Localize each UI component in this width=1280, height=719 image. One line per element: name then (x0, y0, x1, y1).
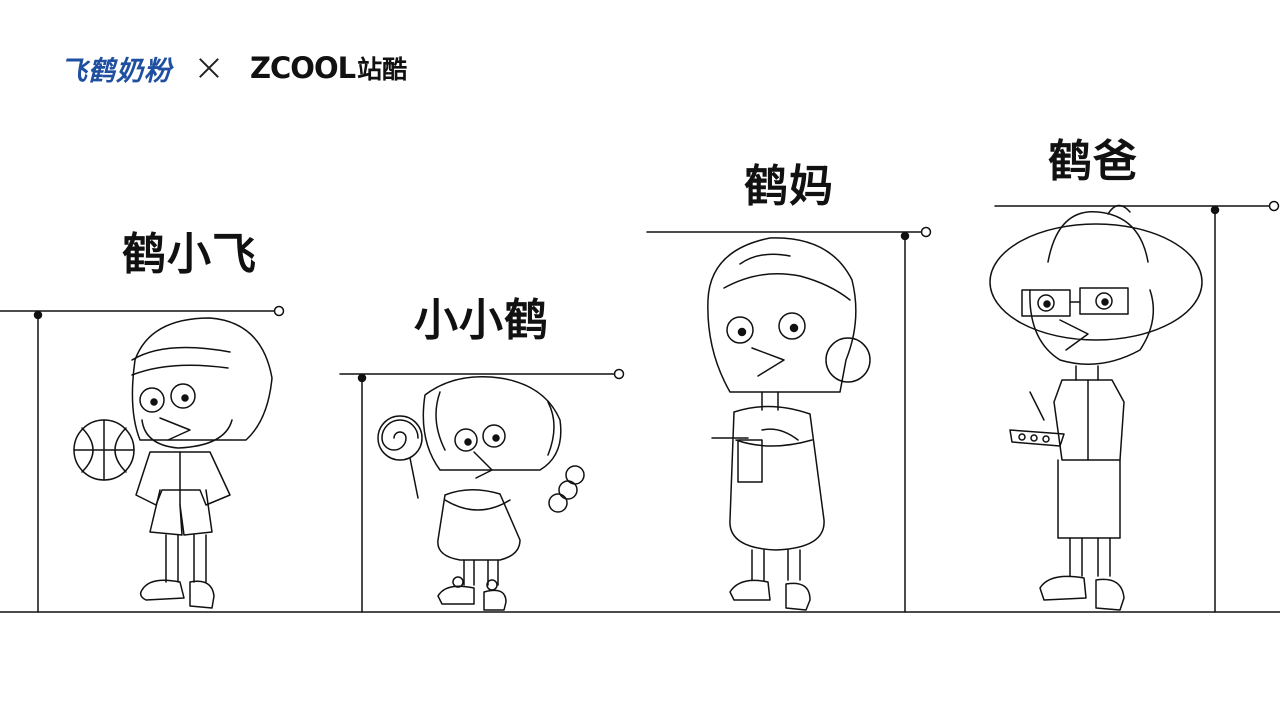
character-name-1: 鹤小飞 (122, 229, 257, 280)
mother-with-cup-figure (707, 237, 871, 611)
height-marker-2 (339, 368, 625, 613)
father-with-palette-figure (989, 204, 1203, 611)
zcool-logo-cn: 站酷 (357, 55, 408, 84)
height-marker-3 (646, 226, 932, 613)
header: 飞鹤奶粉 ZCOOL 站酷 (60, 48, 407, 88)
character-name-2: 小小鹤 (414, 295, 549, 346)
feihe-logo: 飞鹤奶粉 (60, 55, 172, 87)
height-marker-1 (0, 305, 285, 613)
boy-with-basketball-figure (73, 317, 273, 609)
girl-with-lollipop-figure (377, 376, 585, 611)
character-name-4: 鹤爸 (1048, 136, 1138, 187)
zcool-logo: ZCOOL (250, 51, 356, 85)
height-marker-4 (994, 200, 1280, 613)
character-name-3: 鹤妈 (744, 161, 834, 212)
